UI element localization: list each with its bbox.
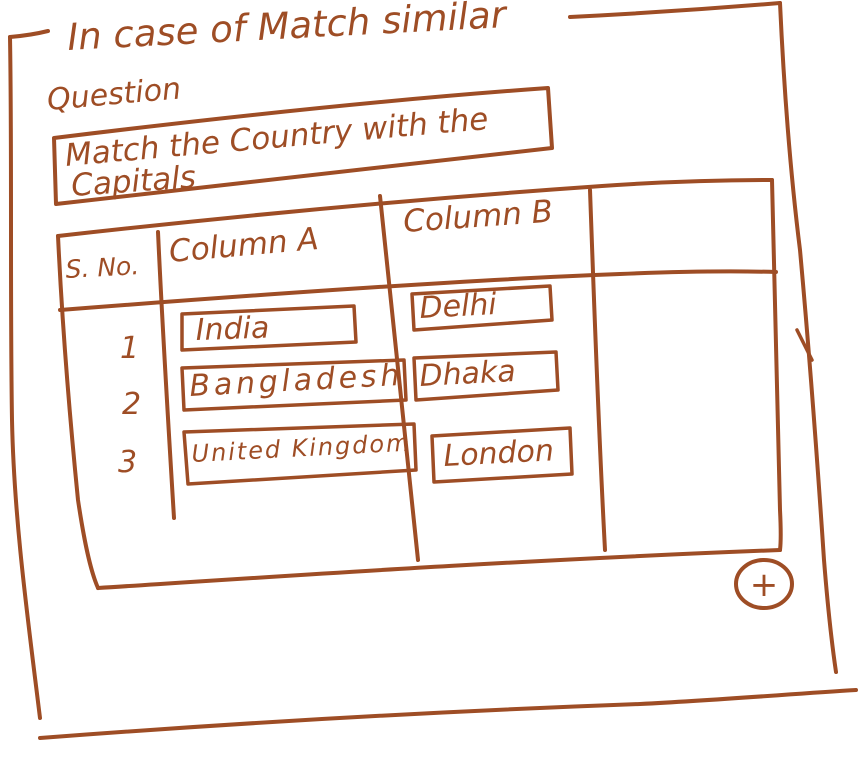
outer-frame-right-tick bbox=[795, 328, 814, 362]
table-header-divider bbox=[58, 269, 778, 312]
question-box-border bbox=[52, 86, 554, 206]
answer-box-border bbox=[180, 358, 408, 412]
answer-text: London bbox=[443, 433, 555, 474]
outer-card-frame bbox=[8, 1, 858, 740]
row-number: 3 bbox=[118, 445, 137, 480]
column-divider-sno bbox=[156, 230, 176, 520]
column-a-answer-box[interactable]: United Kingdom bbox=[182, 422, 418, 486]
answer-text: United Kingdom bbox=[191, 429, 410, 468]
plus-glyph: + bbox=[750, 565, 779, 605]
table-row: 3 United Kingdom London bbox=[118, 422, 574, 486]
header-sno: S. No. bbox=[65, 251, 140, 284]
column-divider-a-b bbox=[378, 194, 420, 562]
column-a-answer-box[interactable]: India bbox=[180, 304, 358, 352]
answer-box-border bbox=[410, 284, 554, 332]
column-b-answer-box[interactable]: Dhaka bbox=[412, 350, 560, 402]
question-text-line-2: Capitals bbox=[70, 159, 197, 204]
table-border-top bbox=[56, 178, 774, 238]
row-number: 2 bbox=[122, 387, 141, 422]
answer-box-border bbox=[412, 350, 560, 402]
column-divider-b-extra bbox=[588, 188, 607, 552]
table-row: 1 India Delhi bbox=[120, 284, 554, 366]
column-b-answer-box[interactable]: London bbox=[430, 426, 574, 484]
question-label: Question bbox=[46, 71, 183, 118]
section-title-group: In case of Match similar bbox=[66, 0, 510, 59]
table-row: 2 Bangladesh Dhaka bbox=[122, 350, 560, 422]
table-border-bottom bbox=[96, 548, 782, 590]
outer-frame-right-side bbox=[778, 1, 838, 674]
outer-frame-left-side bbox=[8, 35, 42, 720]
plus-in-circle-icon bbox=[734, 558, 794, 610]
column-b-answer-box[interactable]: Delhi bbox=[410, 284, 554, 332]
table-border-left bbox=[56, 234, 100, 590]
answer-box-border bbox=[180, 304, 358, 352]
match-table: S. No. Column A Column B 1 India Delhi 2… bbox=[56, 178, 783, 590]
column-a-answer-box[interactable]: Bangladesh bbox=[180, 358, 408, 412]
answer-text: India bbox=[195, 310, 270, 348]
outer-frame-top-right-stroke bbox=[568, 1, 782, 19]
outer-frame-top-left-stroke bbox=[8, 29, 50, 39]
section-title: In case of Match similar bbox=[66, 0, 510, 59]
answer-box-border bbox=[182, 422, 418, 486]
row-number: 1 bbox=[120, 331, 139, 366]
answer-text: Dhaka bbox=[419, 354, 517, 394]
outer-frame-bottom bbox=[38, 688, 858, 740]
table-border-right bbox=[770, 178, 783, 552]
answer-text: Delhi bbox=[419, 287, 499, 326]
add-button[interactable]: + bbox=[734, 558, 794, 610]
answer-box-border bbox=[430, 426, 574, 484]
header-column-a: Column A bbox=[168, 221, 320, 270]
